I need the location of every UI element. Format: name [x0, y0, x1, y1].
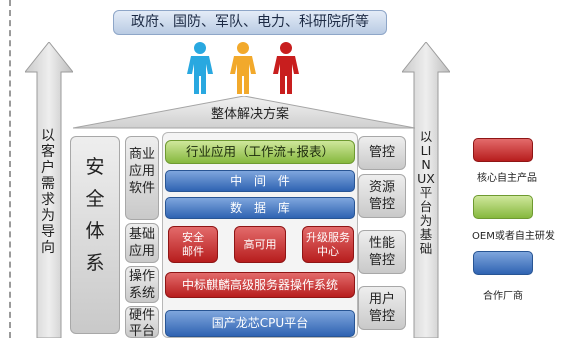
- legend-swatch-core: [473, 138, 533, 162]
- top-banner: 政府、国防、军队、电力、科研院所等: [113, 10, 387, 35]
- cpu-platform-bar: 国产龙芯CPU平台: [165, 310, 355, 337]
- middleware-bar: 中 间 件: [165, 170, 355, 192]
- legend-label-partner: 合作厂商: [483, 291, 523, 302]
- legend-swatch-partner: [473, 251, 533, 275]
- left-up-arrow: [25, 42, 73, 338]
- layer-business-software: 商业应用软件: [125, 136, 159, 220]
- layer-os-label: 操作系统: [128, 269, 155, 301]
- layer-hardware: 硬件平台: [125, 306, 159, 338]
- legend-label-oem: OEM或者自主研发: [472, 231, 555, 242]
- high-availability-box: 高可用: [234, 226, 286, 263]
- left-dashed-border: [9, 0, 11, 338]
- layer-basic-apps: 基础应用: [125, 223, 159, 263]
- layer-business-software-label: 商业应用软件: [128, 147, 155, 196]
- person-icon-blue: [187, 42, 213, 94]
- security-system-label: 安全体系: [85, 156, 105, 274]
- performance-control-box: 性能管控: [358, 230, 406, 274]
- right-up-arrow: [402, 42, 450, 338]
- person-icon-orange: [230, 42, 256, 94]
- layer-hardware-label: 硬件平台: [128, 308, 155, 338]
- os-bar: 中标麒麟高级服务器操作系统: [165, 272, 355, 298]
- roof-triangle: [73, 96, 415, 129]
- database-bar: 数 据 库: [165, 197, 355, 219]
- layer-basic-apps-label: 基础应用: [128, 227, 155, 259]
- performance-control-label: 性能管控: [368, 236, 395, 268]
- upgrade-center-box: 升级服务 中心: [302, 226, 354, 263]
- security-system-box: 安全体系: [70, 136, 120, 334]
- roof-label: 整体解决方案: [210, 107, 289, 122]
- security-mail-box: 安全 邮件: [168, 226, 218, 263]
- user-control-box: 用户管控: [358, 286, 406, 330]
- resource-control-box: 资源管控: [358, 174, 406, 218]
- legend-label-core: 核心自主产品: [477, 173, 537, 184]
- control-box: 管控: [358, 136, 406, 170]
- person-icon-red: [273, 42, 299, 94]
- layer-os: 操作系统: [125, 266, 159, 303]
- user-control-label: 用户管控: [368, 292, 395, 324]
- left-arrow-text: 以客户需求为导向: [41, 128, 55, 256]
- people-group: [187, 42, 299, 94]
- right-arrow-text: 以LINUX平台为基础: [417, 129, 435, 256]
- resource-control-label: 资源管控: [368, 180, 395, 212]
- legend-swatch-oem: [473, 195, 533, 219]
- industry-apps-bar: 行业应用（工作流+报表）: [165, 140, 355, 164]
